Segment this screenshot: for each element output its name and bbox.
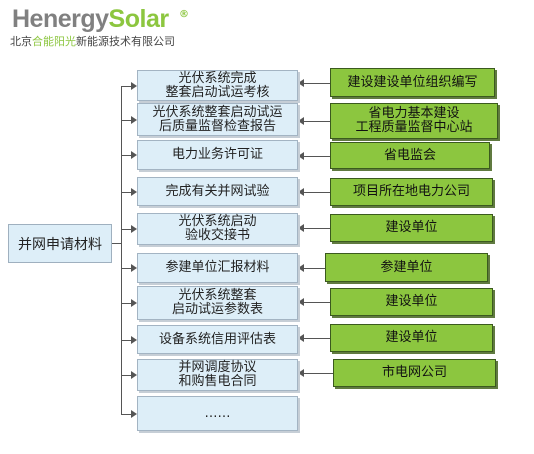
material-label: 光伏系统启动验收交接书	[178, 214, 257, 243]
trunk-line	[112, 243, 121, 244]
issuer-connector	[304, 302, 330, 303]
issuer-arrow	[298, 79, 304, 87]
issuer-connector	[304, 373, 333, 374]
issuer-arrow	[298, 369, 304, 377]
branch-line	[121, 86, 131, 87]
issuer-arrow	[298, 298, 304, 306]
material-box: 光伏系统整套启动试运参数表	[137, 286, 298, 320]
material-label: 参建单位汇报材料	[165, 260, 270, 275]
issuer-arrow	[298, 152, 304, 160]
branch-line	[121, 375, 131, 376]
branch-spine	[121, 85, 122, 415]
branch-arrow	[131, 299, 137, 307]
issuer-connector	[304, 268, 325, 269]
company-name-part3: 新能源技术有限公司	[76, 35, 175, 48]
branch-line	[121, 414, 131, 415]
material-label: 电力业务许可证	[171, 147, 263, 162]
issuer-label: 建设建设单位组织编写	[347, 74, 478, 90]
issuer-connector	[304, 156, 330, 157]
issuer-connector	[304, 192, 330, 193]
branch-arrow	[131, 371, 137, 379]
company-name: 北京合能阳光新能源技术有限公司	[10, 33, 175, 49]
root-node: 并网申请材料	[8, 224, 112, 263]
material-label: 并网调度协议和购售电合同	[178, 360, 257, 389]
issuer-arrow	[298, 117, 304, 125]
material-box: 光伏系统启动验收交接书	[137, 213, 298, 245]
material-box: 光伏系统完成整套启动试运考核	[137, 70, 298, 101]
material-label: 完成有关并网试验	[165, 183, 270, 199]
branch-arrow	[131, 188, 137, 196]
issuer-box: 建设单位	[330, 288, 493, 316]
branch-line	[121, 120, 131, 121]
material-box: 光伏系统整套启动试运后质量监督检查报告	[137, 103, 298, 136]
issuer-connector	[304, 121, 330, 122]
branch-arrow	[131, 151, 137, 159]
material-label: 设备系统信用评估表	[158, 331, 276, 347]
logo-solar: Solar	[108, 5, 170, 33]
issuer-box: 参建单位	[325, 253, 488, 282]
material-box: 设备系统信用评估表	[137, 325, 298, 354]
branch-arrow	[131, 225, 137, 233]
issuer-box: 省电监会	[330, 142, 490, 169]
issuer-box: 市电网公司	[333, 359, 496, 387]
issuer-label: 参建单位	[380, 259, 433, 275]
issuer-label: 建设单位	[385, 220, 438, 235]
material-box: 完成有关并网试验	[137, 177, 298, 206]
material-label: 光伏系统完成整套启动试运考核	[165, 70, 270, 100]
material-box: 参建单位汇报材料	[137, 253, 298, 283]
issuer-box: 省电力基本建设工程质量监督中心站	[330, 103, 498, 139]
logo-henergy: Henergy	[12, 5, 109, 33]
issuer-connector	[304, 83, 330, 84]
branch-line	[121, 229, 131, 230]
material-box: 并网调度协议和购售电合同	[137, 359, 298, 391]
registered-mark: ®	[179, 9, 189, 20]
material-label: 光伏系统整套启动试运后质量监督检查报告	[152, 104, 283, 134]
issuer-label: 项目所在地电力公司	[352, 184, 470, 199]
branch-line	[121, 192, 131, 193]
issuer-box: 建设建设单位组织编写	[330, 68, 495, 97]
material-label: 光伏系统整套启动试运参数表	[171, 288, 263, 317]
issuer-arrow	[298, 264, 304, 272]
issuer-label: 省电力基本建设工程质量监督中心站	[355, 106, 473, 135]
branch-line	[121, 303, 131, 304]
issuer-box: 建设单位	[330, 324, 493, 352]
branch-arrow	[131, 82, 137, 90]
company-name-part2: 合能阳光	[32, 35, 76, 48]
branch-arrow	[131, 116, 137, 124]
branch-arrow	[131, 264, 137, 272]
branch-line	[121, 155, 131, 156]
company-name-part1: 北京	[10, 35, 32, 48]
branch-arrow	[131, 336, 137, 344]
issuer-arrow	[298, 188, 304, 196]
issuer-arrow	[298, 334, 304, 342]
material-label: ……	[204, 405, 231, 421]
issuer-box: 建设单位	[330, 214, 493, 242]
branch-line	[121, 340, 131, 341]
issuer-label: 建设单位	[385, 294, 438, 309]
issuer-label: 省电监会	[383, 147, 436, 163]
issuer-connector	[304, 228, 330, 229]
root-node-label: 并网申请材料	[18, 236, 102, 253]
logo-wordmark: HenergySolar	[12, 4, 169, 34]
issuer-label: 市电网公司	[381, 365, 447, 380]
material-box: 电力业务许可证	[137, 140, 298, 170]
issuer-arrow	[298, 224, 304, 232]
branch-arrow	[131, 410, 137, 418]
issuer-label: 建设单位	[385, 330, 438, 345]
issuer-box: 项目所在地电力公司	[330, 178, 493, 206]
issuer-connector	[304, 338, 330, 339]
material-box: ……	[137, 396, 298, 431]
branch-line	[121, 268, 131, 269]
